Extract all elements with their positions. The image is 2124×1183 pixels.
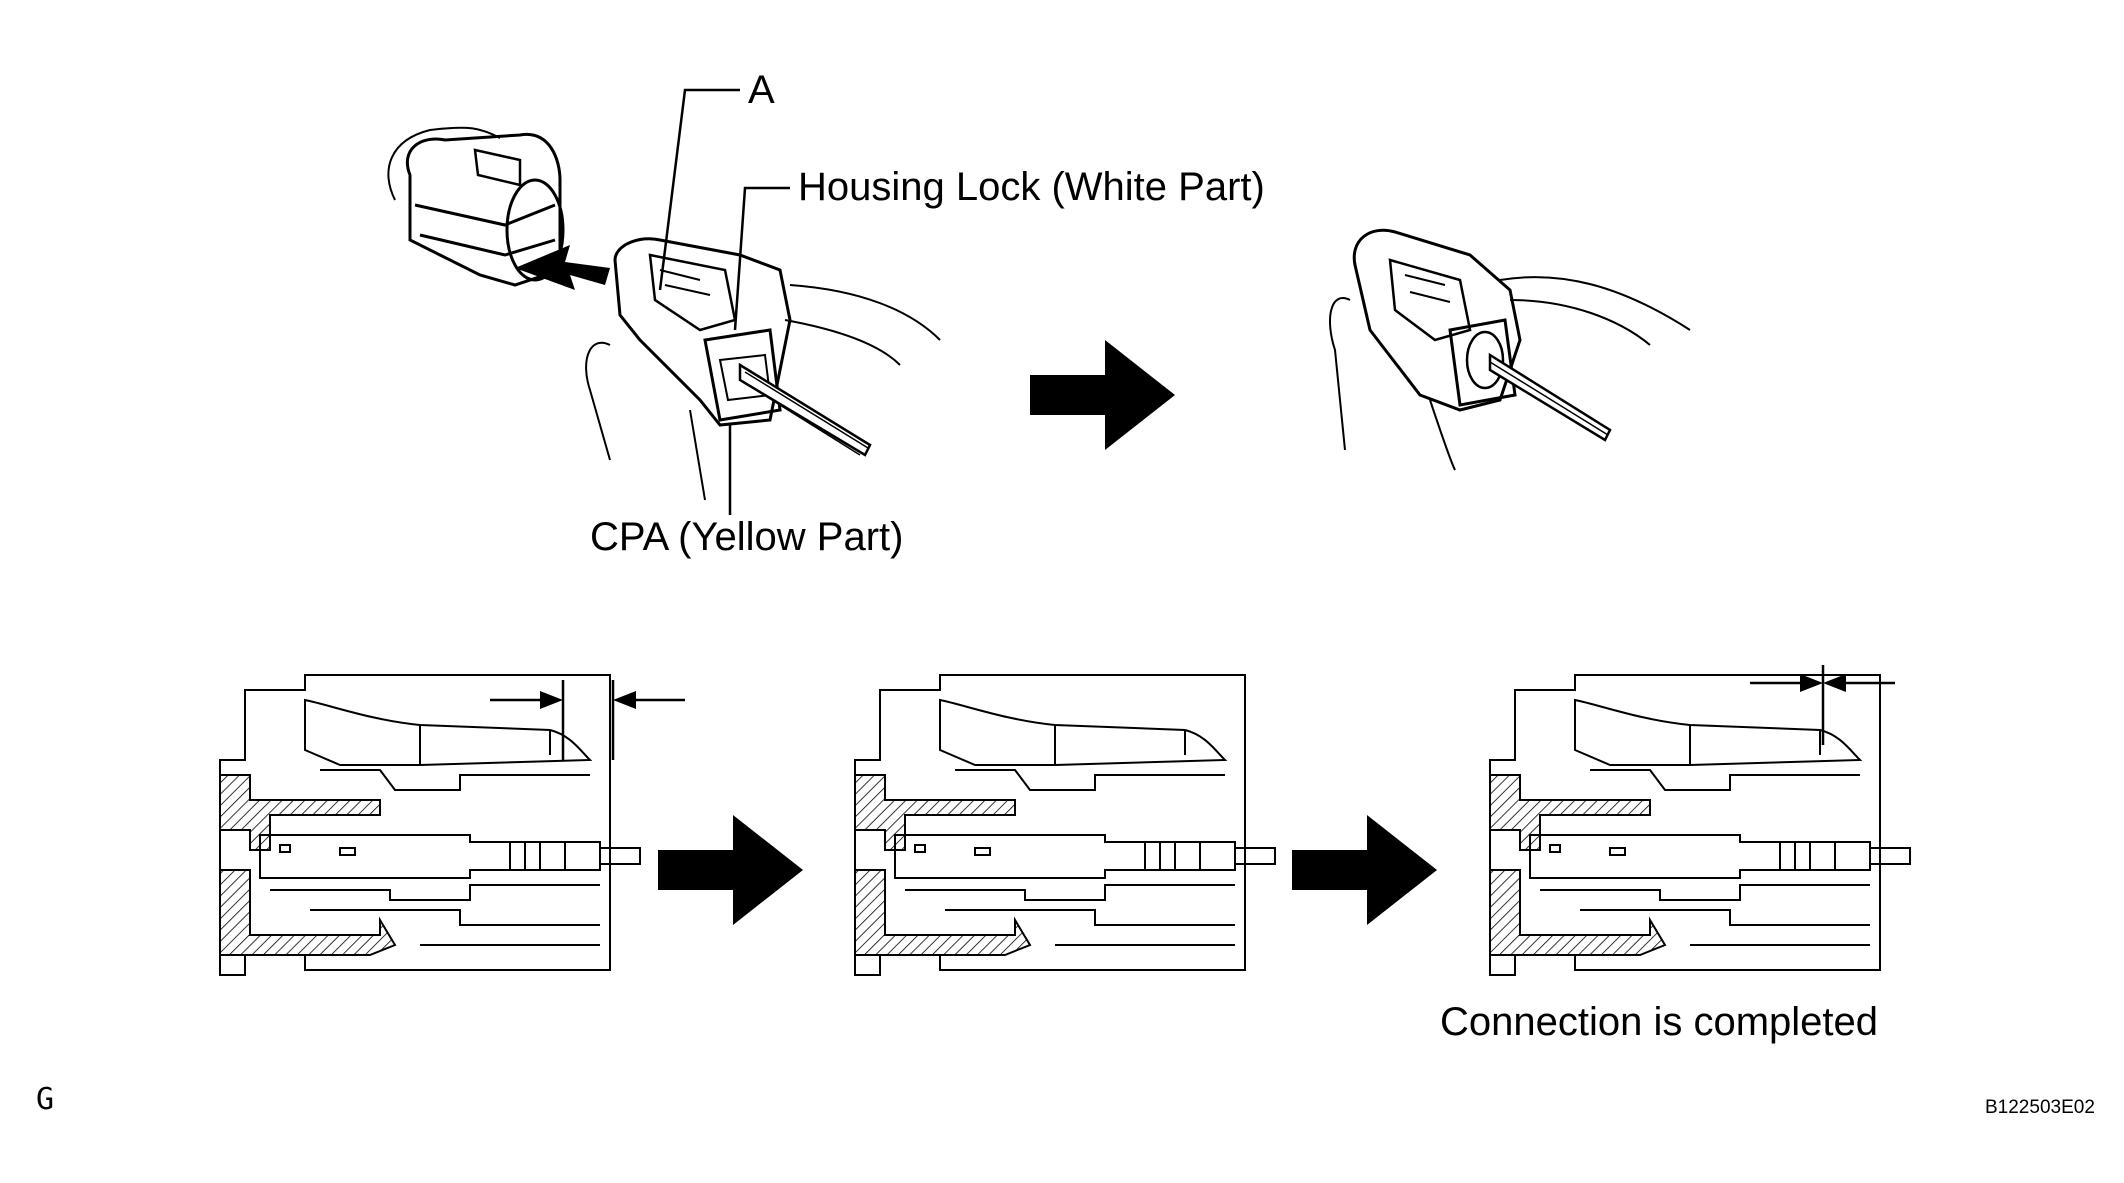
- step-arrow-bottom-1: [658, 815, 803, 925]
- section-step-3: [1489, 674, 1911, 976]
- step-arrow-bottom-2: [1292, 815, 1437, 925]
- connector-connected-illustration: [1329, 228, 1691, 471]
- insertion-arrow: [515, 245, 610, 290]
- label-a: A: [748, 68, 775, 112]
- section-step-1: [219, 674, 641, 976]
- connector-insertion-illustration: [387, 126, 941, 501]
- label-housing-lock: Housing Lock (White Part): [798, 165, 1265, 209]
- step-arrow-top: [1030, 340, 1175, 450]
- gap-dimension-closed: [1750, 665, 1895, 745]
- corner-mark: G: [36, 1082, 55, 1117]
- figure-code: B122503E02: [1985, 1097, 2095, 1118]
- section-step-2: [854, 674, 1276, 976]
- gap-dimension-open: [490, 680, 685, 760]
- label-cpa: CPA (Yellow Part): [590, 515, 904, 559]
- leader-lines-top: [658, 88, 790, 515]
- label-connection-completed: Connection is completed: [1440, 1000, 1879, 1044]
